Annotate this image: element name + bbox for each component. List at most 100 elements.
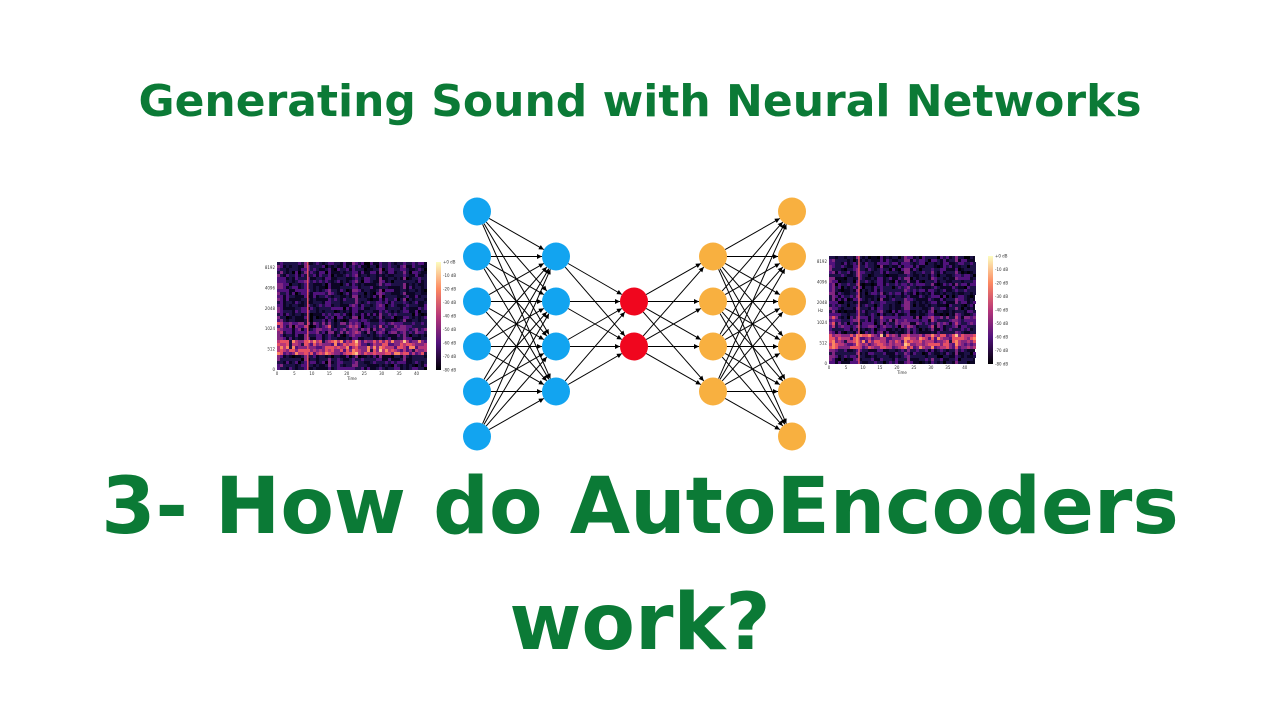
connection-arrow (567, 263, 623, 295)
neuron-node (778, 287, 806, 316)
neuron-node (778, 377, 806, 406)
x-tick-label: 10 (860, 365, 866, 370)
neuron-node (542, 377, 570, 406)
neuron-node (542, 287, 570, 316)
x-tick-label: 20 (894, 365, 900, 370)
neuron-node (699, 377, 727, 406)
colorbar-tick-label: -60 dB (443, 341, 456, 346)
connection-arrow (724, 352, 781, 386)
connection-arrow (718, 224, 787, 379)
x-tick-label: 30 (379, 371, 385, 376)
x-tick-label: 20 (344, 371, 350, 376)
connection-arrow (567, 353, 623, 385)
x-tick-label: 30 (928, 365, 934, 370)
neuron-node (778, 242, 806, 271)
colorbar-tick-label: -30 dB (443, 300, 456, 305)
y-tick-label: 2048 (817, 300, 828, 305)
connection-arrow (488, 397, 545, 431)
y-tick-label: 0 (272, 367, 275, 372)
colorbar-tick-label: -10 dB (443, 273, 456, 278)
neuron-node (699, 332, 727, 361)
colorbar-tick-label: -60 dB (995, 335, 1008, 340)
colorbar-tick-label: -70 dB (443, 354, 456, 359)
connection-arrow (724, 217, 781, 251)
colorbar-tick-label: -80 dB (443, 368, 456, 373)
series-title: Generating Sound with Neural Networks (138, 76, 1142, 127)
connection-arrow (485, 356, 548, 427)
neuron-node (542, 242, 570, 271)
network-connections (482, 217, 787, 431)
neuron-node (463, 242, 491, 271)
connection-arrow (642, 266, 705, 337)
y-tick-label: 1024 (265, 326, 276, 331)
colorbar-tick-label: -10 dB (995, 267, 1008, 272)
x-tick-label: 25 (911, 365, 917, 370)
connection-arrow (645, 262, 702, 296)
neuron-node (620, 287, 648, 316)
colorbar-tick-label: -50 dB (995, 321, 1008, 326)
neuron-node (778, 197, 806, 226)
x-tick-label: 15 (877, 365, 883, 370)
connection-arrow (483, 313, 550, 425)
neuron-node (463, 287, 491, 316)
connection-arrow (721, 311, 784, 382)
neuron-node (463, 422, 491, 451)
colorbar-tick-label: +0 dB (995, 254, 1008, 259)
colorbar-tick-label: -20 dB (995, 281, 1008, 286)
y-tick-label: 512 (267, 347, 275, 352)
colorbar-tick-label: -20 dB (443, 287, 456, 292)
connection-arrow (645, 352, 702, 386)
colorbar-tick-label: -80 dB (995, 362, 1008, 367)
connection-arrow (488, 217, 545, 251)
y-tick-label: 4096 (265, 285, 276, 290)
y-tick-label: 8192 (817, 259, 828, 264)
connection-arrow (645, 307, 702, 341)
x-tick-label: 40 (414, 371, 420, 376)
connection-arrow (485, 266, 548, 337)
connection-arrow (719, 268, 786, 380)
x-tick-label: 0 (276, 371, 279, 376)
connection-arrow (719, 223, 786, 335)
neuron-node (699, 242, 727, 271)
neuron-node (699, 287, 727, 316)
connection-arrow (721, 221, 784, 292)
network-nodes (463, 197, 806, 451)
y-axis-label: Hz (818, 308, 823, 313)
y-tick-label: 0 (824, 361, 827, 366)
x-tick-label: 35 (945, 365, 951, 370)
x-tick-label: 10 (309, 371, 315, 376)
connection-arrow (724, 397, 781, 431)
connection-arrow (482, 269, 551, 424)
connection-arrow (564, 311, 626, 382)
x-tick-label: 0 (828, 365, 831, 370)
y-tick-label: 4096 (817, 279, 828, 284)
video-title-line-1: 3- How do AutoEncoders (101, 462, 1179, 552)
x-tick-label: 5 (293, 371, 296, 376)
connection-arrow (488, 262, 545, 296)
x-tick-label: 25 (362, 371, 368, 376)
x-axis-label: Time (896, 370, 907, 375)
neuron-node (542, 332, 570, 361)
colorbar-tick-label: -70 dB (995, 348, 1008, 353)
x-tick-label: 5 (845, 365, 848, 370)
colorbar-tick-label: -30 dB (995, 294, 1008, 299)
colorbar-tick-label: -40 dB (995, 308, 1008, 313)
x-tick-label: 40 (962, 365, 968, 370)
neuron-node (778, 332, 806, 361)
x-tick-label: 15 (327, 371, 333, 376)
y-tick-label: 512 (819, 341, 827, 346)
y-tick-label: 2048 (265, 306, 276, 311)
colorbar-tick-label: -50 dB (443, 327, 456, 332)
neuron-node (463, 332, 491, 361)
neuron-node (620, 332, 648, 361)
neuron-node (778, 422, 806, 451)
connection-arrow (483, 268, 550, 380)
neuron-node (463, 197, 491, 226)
video-title-line-2: work? (509, 578, 771, 668)
colorbar-tick-label: +0 dB (443, 260, 456, 265)
colorbar-tick-label: -40 dB (443, 314, 456, 319)
connection-arrow (567, 308, 623, 340)
